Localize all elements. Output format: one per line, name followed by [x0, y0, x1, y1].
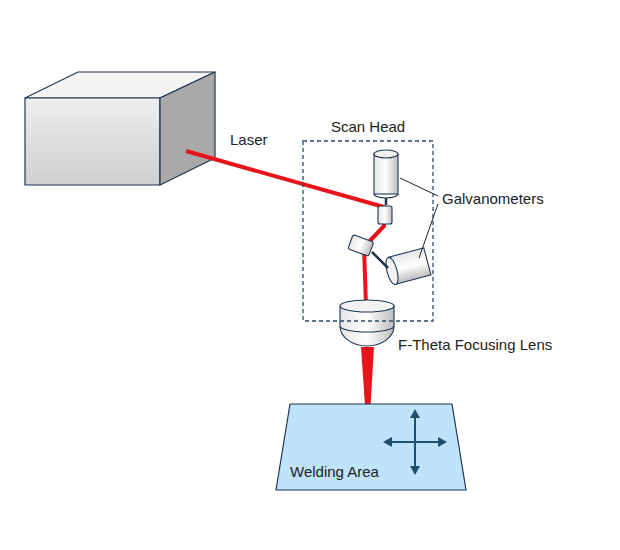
galvanometer — [348, 235, 431, 286]
laser-box — [25, 72, 215, 185]
galvanometers-label: Galvanometers — [442, 190, 544, 208]
node-label: Scan Head — [331, 118, 405, 136]
welding-area: Welding Area — [274, 403, 468, 491]
f-theta-lens — [340, 300, 394, 346]
xy-motion-arrows — [383, 409, 447, 475]
scan-head-box: Scan Head — [302, 140, 434, 322]
leader-line — [400, 178, 438, 258]
dashed-outline — [302, 140, 434, 322]
node-label: Welding Area — [290, 463, 379, 481]
laser-beam — [186, 151, 384, 306]
lens-label: F-Theta Focusing Lens — [398, 336, 552, 354]
laser-label: Laser — [230, 131, 268, 149]
galvanometer — [374, 150, 398, 224]
